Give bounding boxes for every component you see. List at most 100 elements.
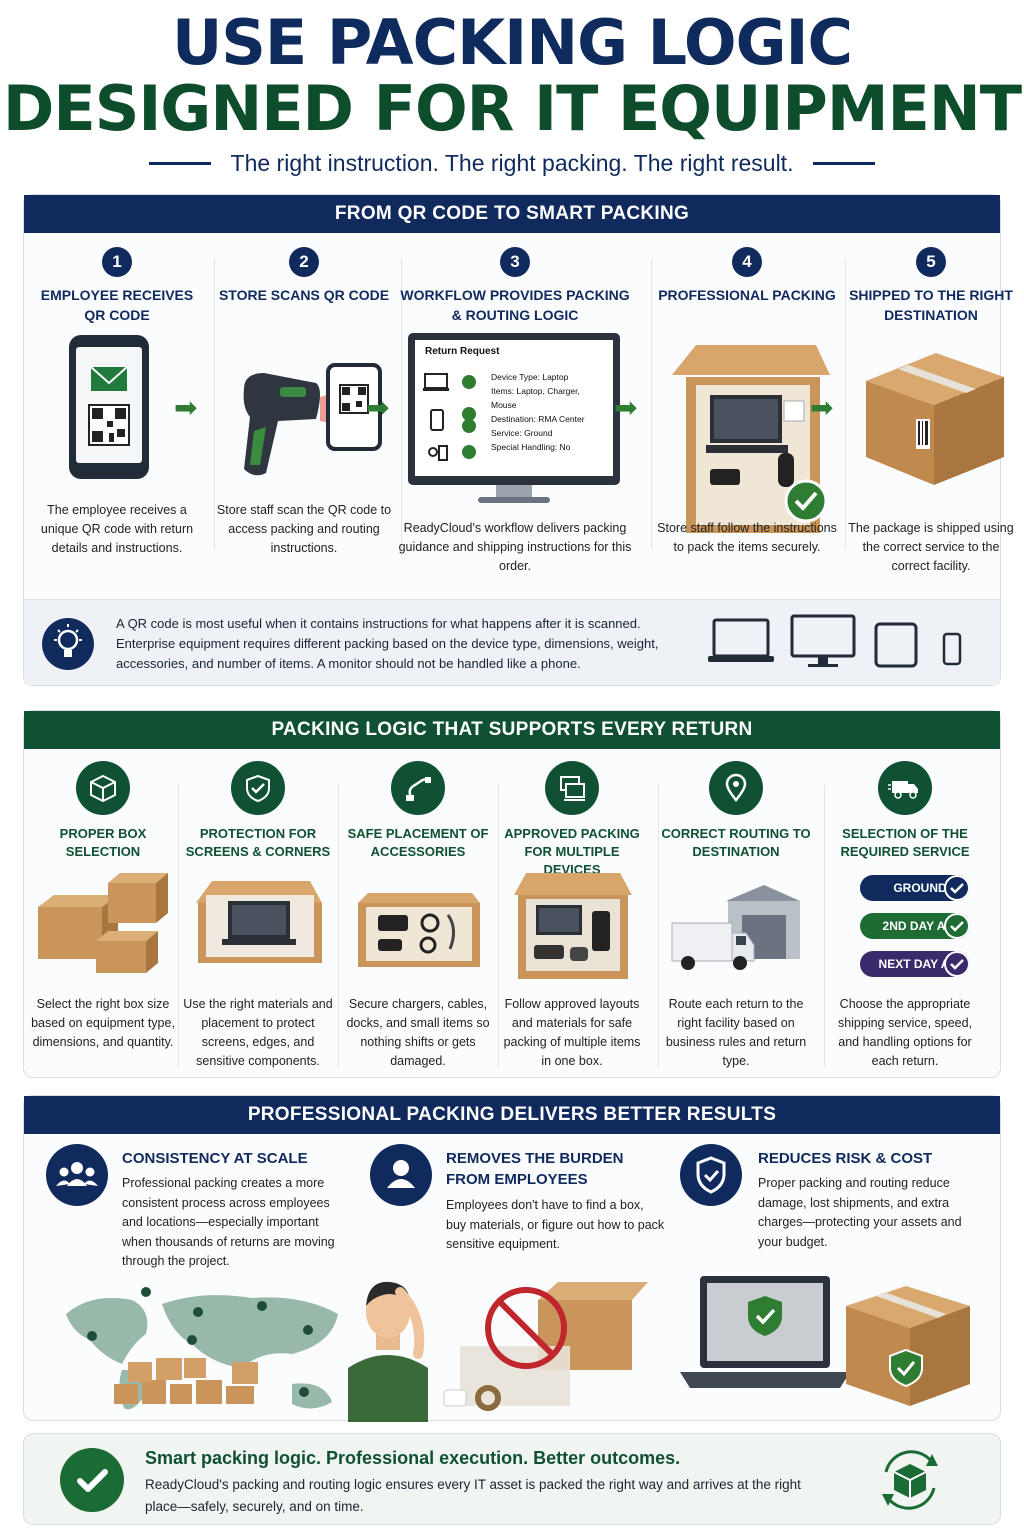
service-label: GROUND <box>893 881 947 895</box>
service-label: NEXT DAY AIR <box>878 957 962 971</box>
qr-to-packing-section: FROM QR CODE TO SMART PACKING 1 EMPLOYEE… <box>23 194 1014 686</box>
tip-text: A QR code is most useful when it contain… <box>116 616 659 671</box>
summary-footer: Smart packing logic. Professional execut… <box>23 1433 1001 1525</box>
result-description: Employees don't have to find a box, buy … <box>446 1198 665 1251</box>
result-title: CONSISTENCY AT SCALE <box>122 1150 308 1167</box>
result-reduce-risk: REDUCES RISK & COST Proper packing and r… <box>680 1134 980 1414</box>
location-pin-icon <box>709 761 763 815</box>
shipped-box-icon <box>866 353 1004 485</box>
service-option-2nd-day-air[interactable]: 2ND DAY AIR <box>860 913 970 939</box>
secure-laptop-box-illustration <box>680 1276 970 1406</box>
lightbulb-icon <box>42 618 94 670</box>
special-handling-field: Special Handling: No <box>491 442 571 452</box>
box-icon <box>76 761 130 815</box>
service-option-ground[interactable]: GROUND <box>860 875 970 901</box>
feature-title: SAFE PLACEMENT OF ACCESSORIES <box>347 826 489 859</box>
service-field: Service: Ground <box>491 428 553 438</box>
items-field: Items: Laptop, Charger, Mouse <box>491 386 580 410</box>
barcode-scanner-icon <box>243 363 382 476</box>
feature-description: Use the right materials and placement to… <box>183 997 333 1068</box>
feature-title: PROPER BOX SELECTION <box>59 826 147 859</box>
truck-warehouse-illustration <box>671 885 800 970</box>
device-types-icons <box>708 614 962 668</box>
device-type-field: Device Type: Laptop <box>491 372 569 382</box>
divider <box>651 259 652 549</box>
feature-title: CORRECT ROUTING TO DESTINATION <box>661 826 811 859</box>
step-4: 4 PROFESSIONAL PACKING Store staff follo… <box>652 233 842 613</box>
tagline-row: The right instruction. The right packing… <box>0 150 1024 177</box>
result-consistency: CONSISTENCY AT SCALE Professional packin… <box>46 1134 346 1414</box>
feature-title: SELECTION OF THE REQUIRED SERVICE <box>840 826 970 859</box>
step-description: The package is shipped using the correct… <box>848 521 1014 573</box>
arrow-right-icon: ➡ <box>614 392 638 423</box>
feature-description: Choose the appropriate shipping service,… <box>837 997 973 1068</box>
device-list-icons <box>423 373 476 461</box>
section-3-heading: PROFESSIONAL PACKING DELIVERS BETTER RES… <box>24 1096 1000 1134</box>
service-option-next-day-air[interactable]: NEXT DAY AIR <box>860 951 970 977</box>
title-line-2: DESIGNED FOR IT EQUIPMENT <box>2 72 1022 145</box>
check-icon <box>944 951 970 977</box>
step-title: STORE SCANS QR CODE <box>218 287 390 303</box>
divider <box>658 785 659 1067</box>
feature-description: Select the right box size based on equip… <box>31 997 175 1049</box>
result-title: REMOVES THE BURDEN FROM EMPLOYEES <box>446 1150 624 1188</box>
feature-title: PROTECTION FOR SCREENS & CORNERS <box>185 826 331 859</box>
tagline-rule-right <box>813 162 876 165</box>
feature-description: Secure chargers, cables, docks, and smal… <box>346 997 490 1068</box>
step-number: 2 <box>289 247 319 277</box>
tip-box: A QR code is most useful when it contain… <box>24 599 1000 685</box>
monitor-base <box>478 497 550 503</box>
smartphone-qr-icon <box>69 335 149 479</box>
step-description: The employee receives a unique QR code w… <box>40 503 194 555</box>
step-number: 1 <box>102 247 132 277</box>
destination-field: Destination: RMA Center <box>491 414 585 424</box>
cable-icon <box>391 761 445 815</box>
person-icon <box>370 1144 432 1206</box>
divider <box>845 259 846 549</box>
step-title: EMPLOYEE RECEIVES QR CODE <box>40 287 194 323</box>
multi-device-box-illustration <box>514 873 632 979</box>
feature-service-selection: SELECTION OF THE REQUIRED SERVICE GROUND… <box>826 749 984 1079</box>
laptop-in-box-illustration <box>196 881 322 963</box>
packing-logic-section: PACKING LOGIC THAT SUPPORTS EVERY RETURN… <box>23 710 1001 1078</box>
step-number: 4 <box>732 247 762 277</box>
check-circle-icon <box>60 1448 124 1512</box>
feature-correct-routing: CORRECT ROUTING TO DESTINATION Route eac… <box>660 749 812 1079</box>
service-label: 2ND DAY AIR <box>882 919 958 933</box>
result-remove-burden: REMOVES THE BURDEN FROM EMPLOYEES Employ… <box>348 1134 670 1422</box>
monitor-stand <box>496 485 532 499</box>
step-5: 5 SHIPPED TO THE RIGHT DESTINATION The p… <box>842 233 1020 613</box>
return-request-card: Return Request Device Type: Laptop Items… <box>415 340 613 476</box>
feature-accessory-placement: SAFE PLACEMENT OF ACCESSORIES Secure cha… <box>338 749 498 1079</box>
boxes-illustration <box>38 873 168 973</box>
footer-text: ReadyCloud's packing and routing logic e… <box>145 1477 801 1514</box>
result-title: REDUCES RISK & COST <box>758 1150 933 1167</box>
tagline-rule-left <box>148 162 211 165</box>
step-2: 2 STORE SCANS QR CODE Store staff scan t… <box>214 233 394 593</box>
footer-headline: Smart packing logic. Professional execut… <box>145 1448 681 1468</box>
step-title: PROFESSIONAL PACKING <box>658 287 836 303</box>
divider <box>214 259 215 549</box>
better-results-section: PROFESSIONAL PACKING DELIVERS BETTER RES… <box>23 1095 1001 1422</box>
step-description: Store staff scan the QR code to access p… <box>216 503 392 555</box>
return-request-title: Return Request <box>425 346 500 357</box>
monitor-frame: Return Request Device Type: Laptop Items… <box>408 333 620 485</box>
check-icon <box>944 875 970 901</box>
feature-multiple-devices: APPROVED PACKING FOR MULTIPLE DEVICES Fo… <box>498 749 646 1079</box>
accessories-tray-illustration <box>358 893 480 967</box>
world-map-illustration <box>66 1287 338 1410</box>
page-header: USE PACKING LOGIC DESIGNED FOR IT EQUIPM… <box>0 10 1024 142</box>
section-2-heading: PACKING LOGIC THAT SUPPORTS EVERY RETURN <box>24 711 1000 749</box>
multiple-devices-icon <box>545 761 599 815</box>
step-title: SHIPPED TO THE RIGHT DESTINATION <box>849 287 1013 323</box>
feature-description: Follow approved layouts and materials fo… <box>503 997 641 1068</box>
divider <box>824 785 825 1067</box>
step-3: 3 WORKFLOW PROVIDES PACKING & ROUTING LO… <box>396 233 634 613</box>
step-number: 5 <box>916 247 946 277</box>
divider <box>178 785 179 1067</box>
step-description: ReadyCloud's workflow delivers packing g… <box>398 521 632 573</box>
arrow-right-icon: ➡ <box>810 392 834 423</box>
step-description: Store staff follow the instructions to p… <box>657 521 837 554</box>
step-number: 3 <box>500 247 530 277</box>
packed-box-icon <box>672 345 830 533</box>
